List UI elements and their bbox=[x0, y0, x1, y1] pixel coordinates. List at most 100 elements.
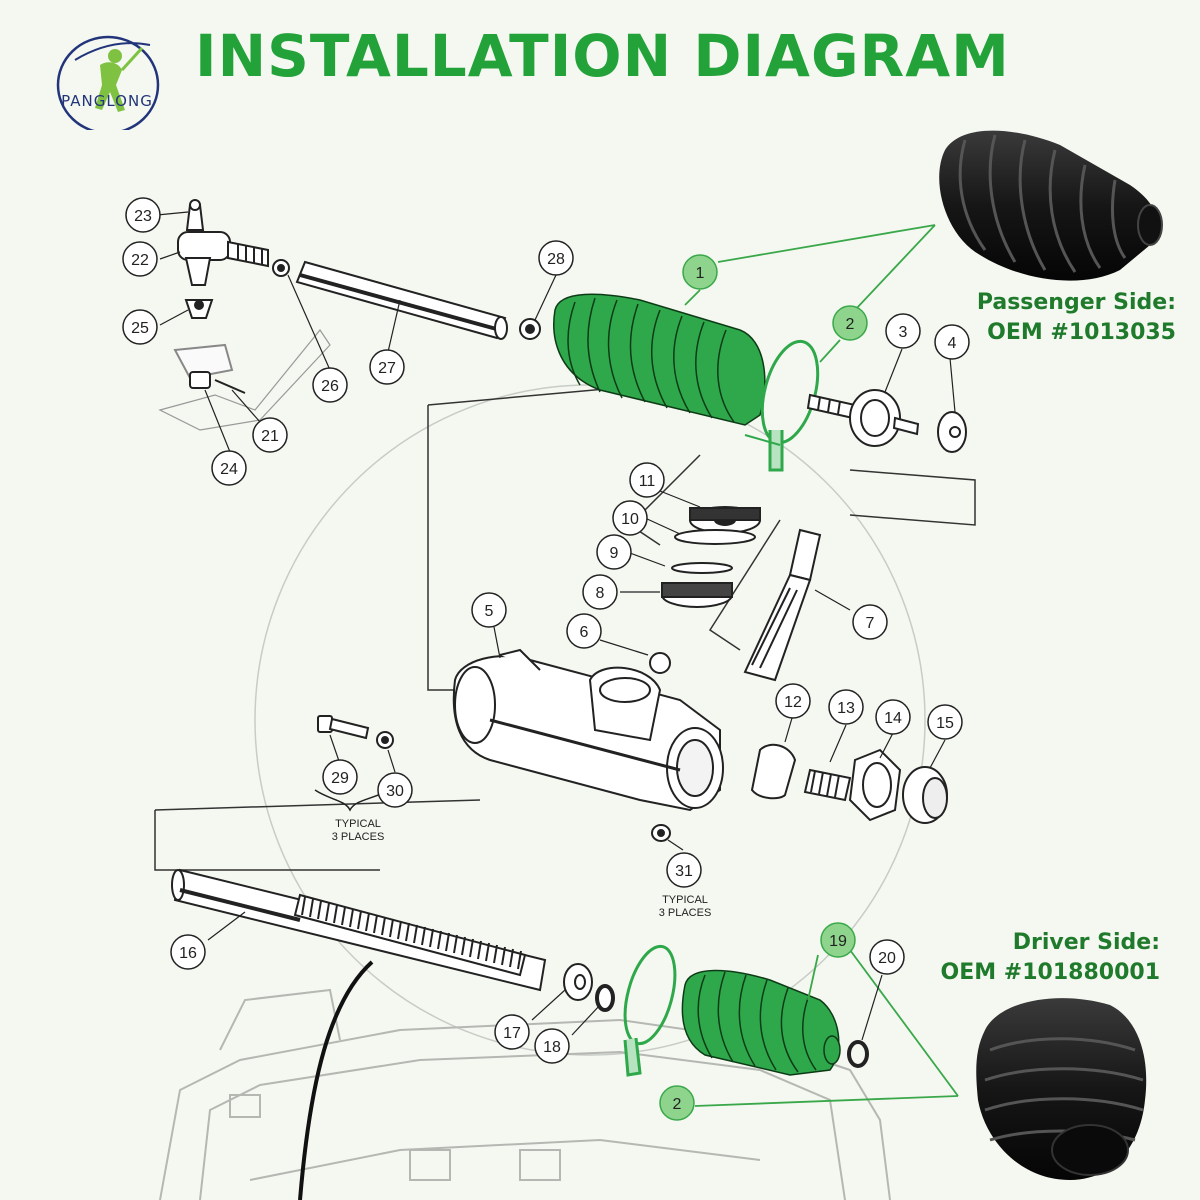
rack-tooth bbox=[421, 926, 426, 946]
rack-tooth bbox=[357, 910, 362, 930]
rack-tooth bbox=[413, 924, 418, 944]
callout-circle-6 bbox=[566, 613, 602, 649]
typical-left-line1: TYPICAL bbox=[335, 818, 381, 830]
rack-tooth bbox=[381, 916, 386, 936]
callout-number-25: 25 bbox=[131, 320, 149, 337]
rack-tooth bbox=[301, 896, 306, 916]
callout-circle-7 bbox=[852, 604, 888, 640]
typical-right-line2: 3 PLACES bbox=[658, 907, 712, 919]
clamp-ring-top bbox=[744, 339, 820, 472]
callout-circle-21 bbox=[252, 417, 288, 453]
green-pointer-lines bbox=[684, 224, 959, 1107]
callout-number-2a: 2 bbox=[846, 316, 855, 333]
driver-side-title: Driver Side: bbox=[1012, 930, 1160, 955]
callout-number-8: 8 bbox=[596, 585, 605, 602]
rack-tooth bbox=[317, 900, 322, 920]
black-boot-passenger-photo bbox=[939, 130, 1163, 281]
bolts bbox=[317, 715, 671, 842]
callout-number-5: 5 bbox=[485, 603, 494, 620]
callout-number-15: 15 bbox=[936, 715, 954, 732]
rack-tooth bbox=[325, 902, 330, 922]
callout-number-29: 29 bbox=[331, 770, 349, 787]
rack-tooth bbox=[437, 930, 442, 950]
callout-circle-15 bbox=[927, 704, 963, 740]
inner-tie-rod bbox=[806, 389, 967, 453]
callout-number-11: 11 bbox=[639, 473, 656, 490]
callout-circle-2a bbox=[832, 305, 868, 341]
callout-number-26: 26 bbox=[321, 378, 339, 395]
callout-circle-24 bbox=[211, 450, 247, 486]
callout-circle-4 bbox=[934, 324, 970, 360]
rack-tooth bbox=[461, 936, 466, 956]
passenger-side-title: Passenger Side: bbox=[976, 290, 1176, 315]
callout-circle-11 bbox=[629, 462, 665, 498]
rack-tooth bbox=[493, 944, 498, 964]
callout-number-13: 13 bbox=[837, 700, 855, 717]
tube-27 bbox=[295, 260, 541, 340]
rack-tooth bbox=[309, 898, 314, 918]
callout-circle-1 bbox=[682, 254, 718, 290]
callout-circle-31 bbox=[666, 852, 702, 888]
bearing-stack bbox=[661, 506, 761, 608]
green-boot-driver bbox=[681, 969, 841, 1076]
rack-tooth bbox=[445, 932, 450, 952]
callout-circle-8 bbox=[582, 574, 618, 610]
callout-circle-27 bbox=[369, 349, 405, 385]
rack-tooth bbox=[429, 928, 434, 948]
rack-washers bbox=[563, 963, 615, 1012]
callout-number-2b: 2 bbox=[673, 1096, 682, 1113]
rack-tooth bbox=[349, 908, 354, 928]
callout-number-28: 28 bbox=[547, 251, 565, 268]
callout-number-10: 10 bbox=[621, 511, 639, 528]
rack-tooth bbox=[469, 938, 474, 958]
callout-circle-18 bbox=[534, 1028, 570, 1064]
callout-number-30: 30 bbox=[386, 783, 404, 800]
callout-number-9: 9 bbox=[610, 545, 619, 562]
rack-tooth bbox=[333, 904, 338, 924]
rack-tooth bbox=[453, 934, 458, 954]
callout-number-23: 23 bbox=[134, 208, 152, 225]
callout-number-3: 3 bbox=[899, 324, 908, 341]
callout-circle-5 bbox=[471, 592, 507, 628]
bracket-left bbox=[314, 789, 391, 812]
callout-number-27: 27 bbox=[378, 360, 396, 377]
callout-circle-30 bbox=[377, 772, 413, 808]
callout-circle-28 bbox=[538, 240, 574, 276]
passenger-oem-number: OEM #1013035 bbox=[987, 320, 1176, 345]
rack-tooth bbox=[405, 922, 410, 942]
rack-tooth bbox=[477, 940, 482, 960]
rack-tooth bbox=[365, 912, 370, 932]
callout-circle-3 bbox=[885, 313, 921, 349]
rack-tooth bbox=[517, 950, 522, 970]
callout-circle-13 bbox=[828, 689, 864, 725]
callout-number-1: 1 bbox=[696, 265, 705, 282]
rack-tooth bbox=[341, 906, 346, 926]
rack-tooth bbox=[397, 920, 402, 940]
snap-ring bbox=[847, 1040, 869, 1068]
callout-number-12: 12 bbox=[784, 694, 802, 711]
green-boot-passenger bbox=[553, 293, 766, 426]
callout-number-19: 19 bbox=[829, 933, 847, 950]
callout-circle-9 bbox=[596, 534, 632, 570]
callout-number-21: 21 bbox=[261, 428, 279, 445]
tie-rod-end bbox=[158, 199, 331, 431]
typical-note-left: TYPICAL 3 PLACES bbox=[318, 818, 398, 844]
callout-circle-25 bbox=[122, 309, 158, 345]
callout-number-7: 7 bbox=[866, 615, 875, 632]
clamp-ring-bottom bbox=[623, 944, 677, 1077]
callout-circle-16 bbox=[170, 934, 206, 970]
leader-lines bbox=[156, 211, 956, 1041]
brand-name: PANGLONG bbox=[61, 92, 153, 110]
callout-number-20: 20 bbox=[878, 950, 896, 967]
passenger-side-label: Passenger Side: OEM #1013035 bbox=[916, 288, 1176, 348]
callout-circle-14 bbox=[875, 699, 911, 735]
rack-tooth bbox=[389, 918, 394, 938]
page-title: INSTALLATION DIAGRAM bbox=[195, 22, 1010, 90]
rack-tooth bbox=[509, 948, 514, 968]
rack-tooth bbox=[373, 914, 378, 934]
callout-number-16: 16 bbox=[179, 945, 197, 962]
rack-housing bbox=[452, 648, 724, 812]
callout-number-18: 18 bbox=[543, 1039, 561, 1056]
rack-tooth bbox=[501, 946, 506, 966]
